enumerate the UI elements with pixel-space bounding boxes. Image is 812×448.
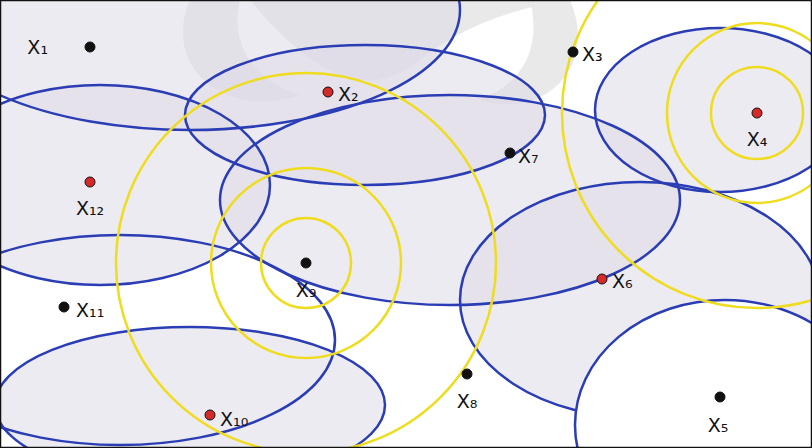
point-label: X₄ — [747, 128, 768, 150]
data-point — [85, 42, 95, 52]
data-point — [462, 369, 472, 379]
data-point — [715, 392, 725, 402]
data-point — [505, 148, 515, 158]
data-point — [205, 410, 215, 420]
point-label: X₉ — [296, 279, 317, 301]
cluster-ellipse — [220, 95, 680, 305]
cluster-ellipse — [0, 85, 270, 285]
radius-circle — [562, 0, 812, 308]
data-point — [752, 108, 762, 118]
point-label: X₁ — [27, 36, 48, 58]
point-label: X₆ — [612, 270, 633, 292]
cluster-ellipse — [185, 45, 545, 185]
data-point — [323, 87, 333, 97]
cluster-ellipse — [0, 235, 335, 445]
radius-circle — [261, 218, 351, 308]
radius-circle — [211, 168, 401, 358]
cluster-ellipse — [595, 28, 812, 192]
data-points — [59, 42, 762, 420]
radius-circle — [711, 67, 803, 159]
data-point — [59, 302, 69, 312]
radius-circle — [116, 73, 496, 448]
point-label: X₁₁ — [76, 299, 104, 321]
point-label: X₇ — [518, 145, 539, 167]
cluster-ellipse — [0, 0, 460, 130]
point-label: X₂ — [338, 83, 359, 105]
point-label: X₈ — [457, 390, 478, 412]
cluster-ellipse — [575, 300, 812, 448]
point-label: X₃ — [582, 43, 603, 65]
cluster-ellipse — [0, 327, 385, 448]
radius-circle — [667, 23, 812, 203]
data-point — [597, 274, 607, 284]
data-point — [301, 258, 311, 268]
data-point — [85, 177, 95, 187]
point-label: X₁₂ — [76, 197, 104, 219]
point-label: X₁₀ — [220, 408, 248, 430]
data-point — [568, 47, 578, 57]
radius-circles — [116, 0, 812, 448]
point-label: X₅ — [708, 414, 729, 436]
